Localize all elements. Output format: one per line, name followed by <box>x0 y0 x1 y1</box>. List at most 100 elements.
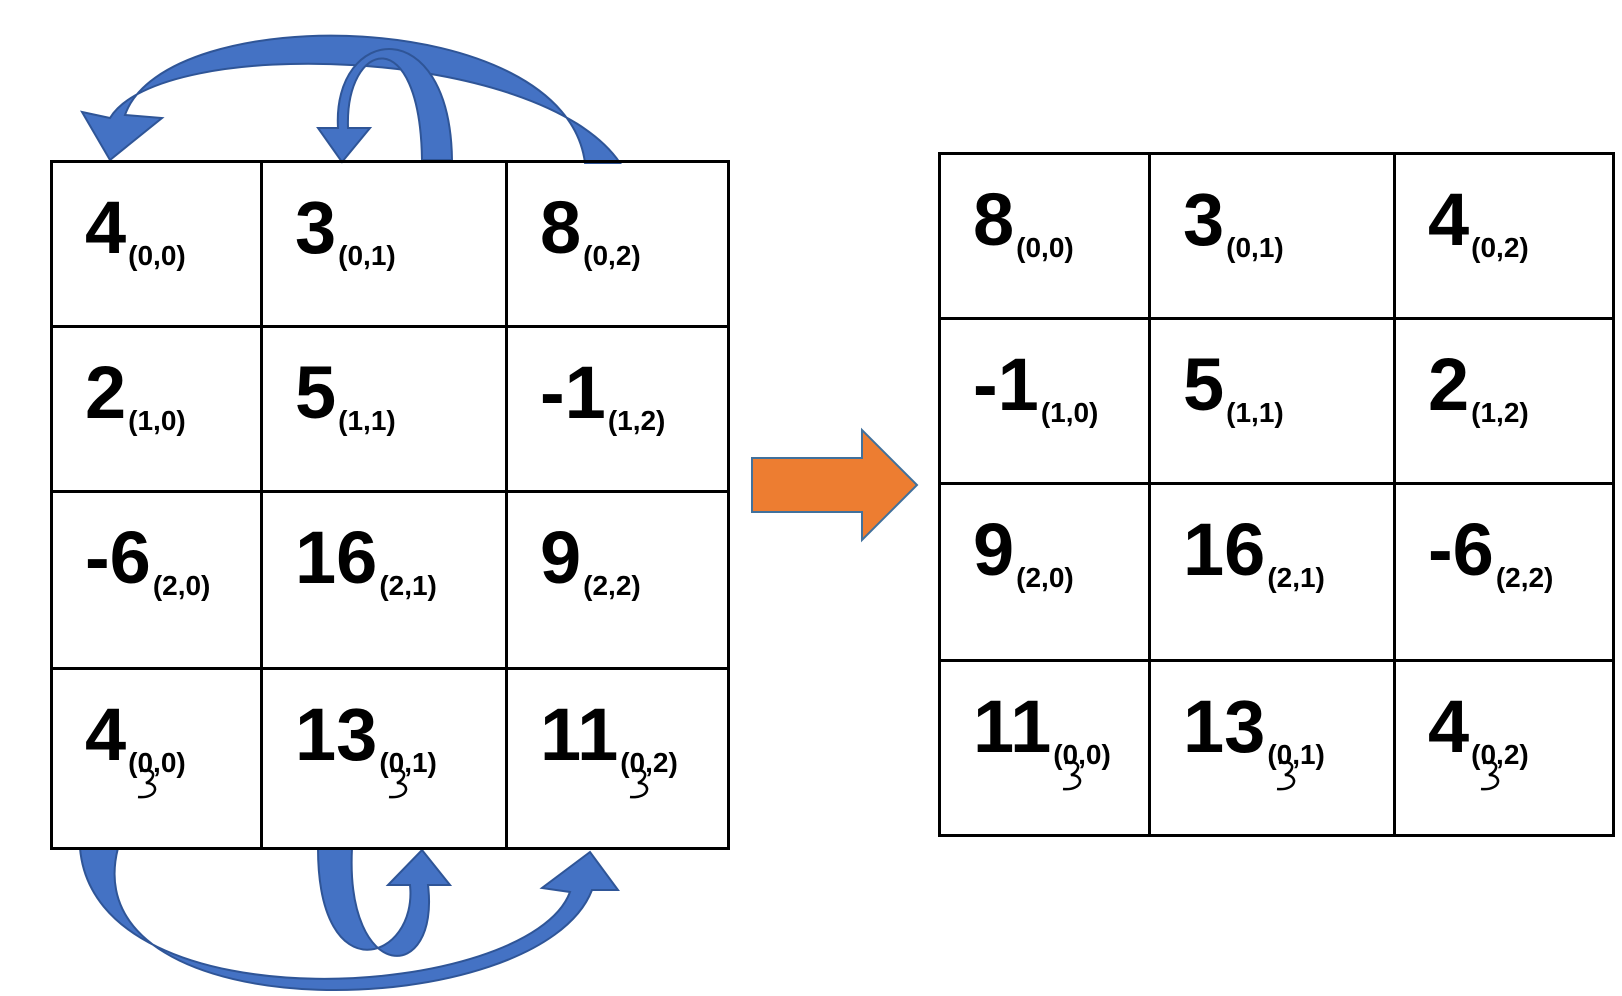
matrix-cell: 16(2,1) <box>1151 485 1396 662</box>
cell-value: 11(0,0) <box>973 690 1111 769</box>
matrix-cell: -6(2,2) <box>1396 485 1612 662</box>
cell-value: 16(2,1) <box>295 521 437 600</box>
cell-number: -1 <box>540 351 606 434</box>
cell-value: 2(1,2) <box>1428 348 1529 427</box>
matrix-cell: 11(0,0) <box>941 662 1151 834</box>
cell-value: 4(0,2) <box>1428 183 1529 262</box>
cell-index-subscript: (1,0) <box>128 405 186 436</box>
cell-number: 16 <box>295 516 378 599</box>
cell-value: 3(0,1) <box>295 191 396 270</box>
cell-value: 4(0,2) <box>1428 690 1529 769</box>
matrix-cell: 8(0,0) <box>941 155 1151 320</box>
result-matrix-grid: 8(0,0)3(0,1)4(0,2)-1(1,0)5(1,1)2(1,2)9(2… <box>938 152 1615 837</box>
matrix-cell: 4(0,2) <box>1396 662 1612 834</box>
cell-index-subscript: (1,0) <box>1040 397 1099 428</box>
cell-value: 13(0,1) <box>1183 690 1325 769</box>
matrix-cell: 4(0,2) <box>1396 155 1612 320</box>
cell-number: 16 <box>1183 508 1266 591</box>
cell-index-subscript: (0,1) <box>338 240 396 271</box>
source-matrix-grid: 4(0,0)3(0,1)8(0,2)2(1,0)5(1,1)-1(1,2)-6(… <box>50 160 730 850</box>
matrix-cell: 13(0,1) <box>263 670 508 847</box>
matrix-cell: 16(2,1) <box>263 493 508 670</box>
cell-value: -6(2,0) <box>85 521 210 600</box>
cell-value: 5(1,1) <box>1183 348 1284 427</box>
cell-number: 5 <box>1183 343 1225 426</box>
cell-number: 4 <box>1428 178 1470 261</box>
matrix-cell: 9(2,0) <box>941 485 1151 662</box>
cell-value: 8(0,0) <box>973 183 1074 262</box>
cell-index-subscript: (0,2) <box>583 240 641 271</box>
cell-number: 13 <box>295 693 378 776</box>
cell-value: -1(1,0) <box>973 348 1098 427</box>
cell-value: 13(0,1) <box>295 698 437 777</box>
cell-number: 4 <box>85 186 127 269</box>
swap-arrow-bottom-outer-icon <box>78 847 620 992</box>
swap-arrow-top-inner-icon <box>316 48 454 164</box>
cell-index-subscript: (2,2) <box>583 570 641 601</box>
cell-number: 5 <box>295 351 337 434</box>
cell-index-subscript: (2,2) <box>1495 562 1554 593</box>
matrix-cell: 3(0,1) <box>1151 155 1396 320</box>
matrix-cell: 2(1,0) <box>53 328 263 493</box>
matrix-cell: 11(0,2) <box>508 670 727 847</box>
cell-index-subscript: (0,0) <box>1016 232 1074 263</box>
cell-index-subscript: (1,1) <box>1226 397 1284 428</box>
matrix-cell: 9(2,2) <box>508 493 727 670</box>
cell-value: 11(0,2) <box>540 698 678 777</box>
right-arrow-icon <box>751 427 919 543</box>
cell-index-subscript: (1,1) <box>338 405 396 436</box>
cell-index-subscript: (0,0) <box>1053 739 1111 770</box>
cell-value: 5(1,1) <box>295 356 396 435</box>
cell-number: -6 <box>1428 508 1494 591</box>
cell-number: 13 <box>1183 685 1266 768</box>
cell-value: 9(2,2) <box>540 521 641 600</box>
cell-value: -1(1,2) <box>540 356 665 435</box>
cell-value: 9(2,0) <box>973 513 1074 592</box>
matrix-cell: 4(0,0) <box>53 163 263 328</box>
cell-index-subscript: (0,1) <box>379 747 437 778</box>
cell-number: -1 <box>973 343 1039 426</box>
cell-value: 16(2,1) <box>1183 513 1325 592</box>
matrix-cell: 5(1,1) <box>263 328 508 493</box>
cell-number: 3 <box>1183 178 1225 261</box>
cell-index-subscript: (2,1) <box>1267 562 1325 593</box>
cell-index-subscript: (1,2) <box>607 405 666 436</box>
matrix-cell: 2(1,2) <box>1396 320 1612 485</box>
cell-number: -6 <box>85 516 151 599</box>
cell-number: 9 <box>540 516 582 599</box>
cell-value: -6(2,2) <box>1428 513 1553 592</box>
cell-value: 4(0,0) <box>85 698 186 777</box>
cell-index-subscript: (2,1) <box>379 570 437 601</box>
cell-index-subscript: (1,2) <box>1471 397 1529 428</box>
cell-index-subscript: (2,0) <box>152 570 211 601</box>
cell-value: 4(0,0) <box>85 191 186 270</box>
cell-index-subscript: (0,2) <box>1471 739 1529 770</box>
cell-index-subscript: (0,2) <box>620 747 678 778</box>
cell-index-subscript: (0,0) <box>128 240 186 271</box>
matrix-cell: 13(0,1) <box>1151 662 1396 834</box>
matrix-cell: 8(0,2) <box>508 163 727 328</box>
matrix-cell: -1(1,2) <box>508 328 727 493</box>
cell-value: 8(0,2) <box>540 191 641 270</box>
matrix-cell: -6(2,0) <box>53 493 263 670</box>
cell-number: 2 <box>1428 343 1470 426</box>
cell-index-subscript: (0,2) <box>1471 232 1529 263</box>
cell-number: 3 <box>295 186 337 269</box>
cell-number: 11 <box>540 693 619 776</box>
cell-index-subscript: (0,1) <box>1226 232 1284 263</box>
matrix-cell: 5(1,1) <box>1151 320 1396 485</box>
cell-number: 2 <box>85 351 127 434</box>
cell-index-subscript: (0,1) <box>1267 739 1325 770</box>
cell-number: 4 <box>85 693 127 776</box>
swap-arrow-top-outer-icon <box>79 34 622 164</box>
matrix-cell: -1(1,0) <box>941 320 1151 485</box>
cell-index-subscript: (0,0) <box>128 747 186 778</box>
cell-number: 9 <box>973 508 1015 591</box>
cell-number: 8 <box>973 178 1015 261</box>
cell-number: 11 <box>973 685 1052 768</box>
cell-value: 2(1,0) <box>85 356 186 435</box>
swap-arrow-bottom-inner-icon <box>316 847 453 957</box>
cell-value: 3(0,1) <box>1183 183 1284 262</box>
cell-number: 4 <box>1428 685 1470 768</box>
cell-number: 8 <box>540 186 582 269</box>
